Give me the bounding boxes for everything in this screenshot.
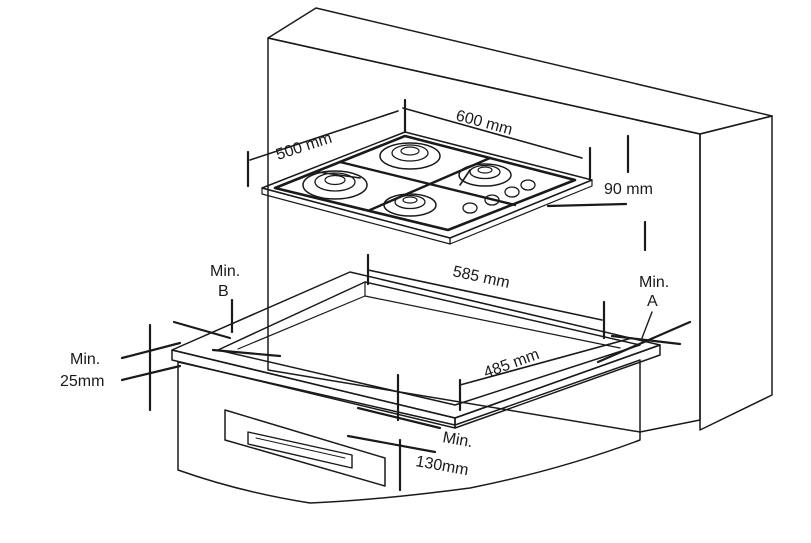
wall: [267, 7, 773, 433]
knob-1: [462, 202, 478, 214]
control-knobs: [462, 179, 536, 214]
min-a-label-line1: Min.: [639, 274, 669, 291]
min-b-label-line2: B: [218, 283, 229, 300]
min-130mm-label-line1: Min.: [441, 429, 474, 451]
burner-left-large: [302, 170, 368, 200]
min-25mm-label-line2: 25mm: [60, 373, 104, 390]
min-130mm-label-line2: 130mm: [414, 453, 470, 479]
burner-front: [383, 193, 437, 217]
burner-rear: [379, 142, 441, 170]
min-b-label-line1: Min.: [210, 263, 240, 280]
width-600-label: 600 mm: [454, 107, 514, 138]
cutout-585-label: 585 mm: [451, 263, 511, 292]
knob-3: [504, 186, 520, 198]
knob-2: [484, 194, 500, 206]
depth-500-label: 500 mm: [274, 130, 334, 164]
min-a-label-line2: A: [647, 293, 658, 310]
height-90-label: 90 mm: [604, 181, 653, 198]
burner-right: [458, 163, 512, 187]
cutout-485-label: 485 mm: [482, 346, 542, 382]
cabinet: [171, 271, 661, 504]
min-25mm-label-line1: Min.: [70, 351, 100, 368]
dimension-lines: [120, 98, 692, 492]
knob-4: [520, 179, 536, 191]
